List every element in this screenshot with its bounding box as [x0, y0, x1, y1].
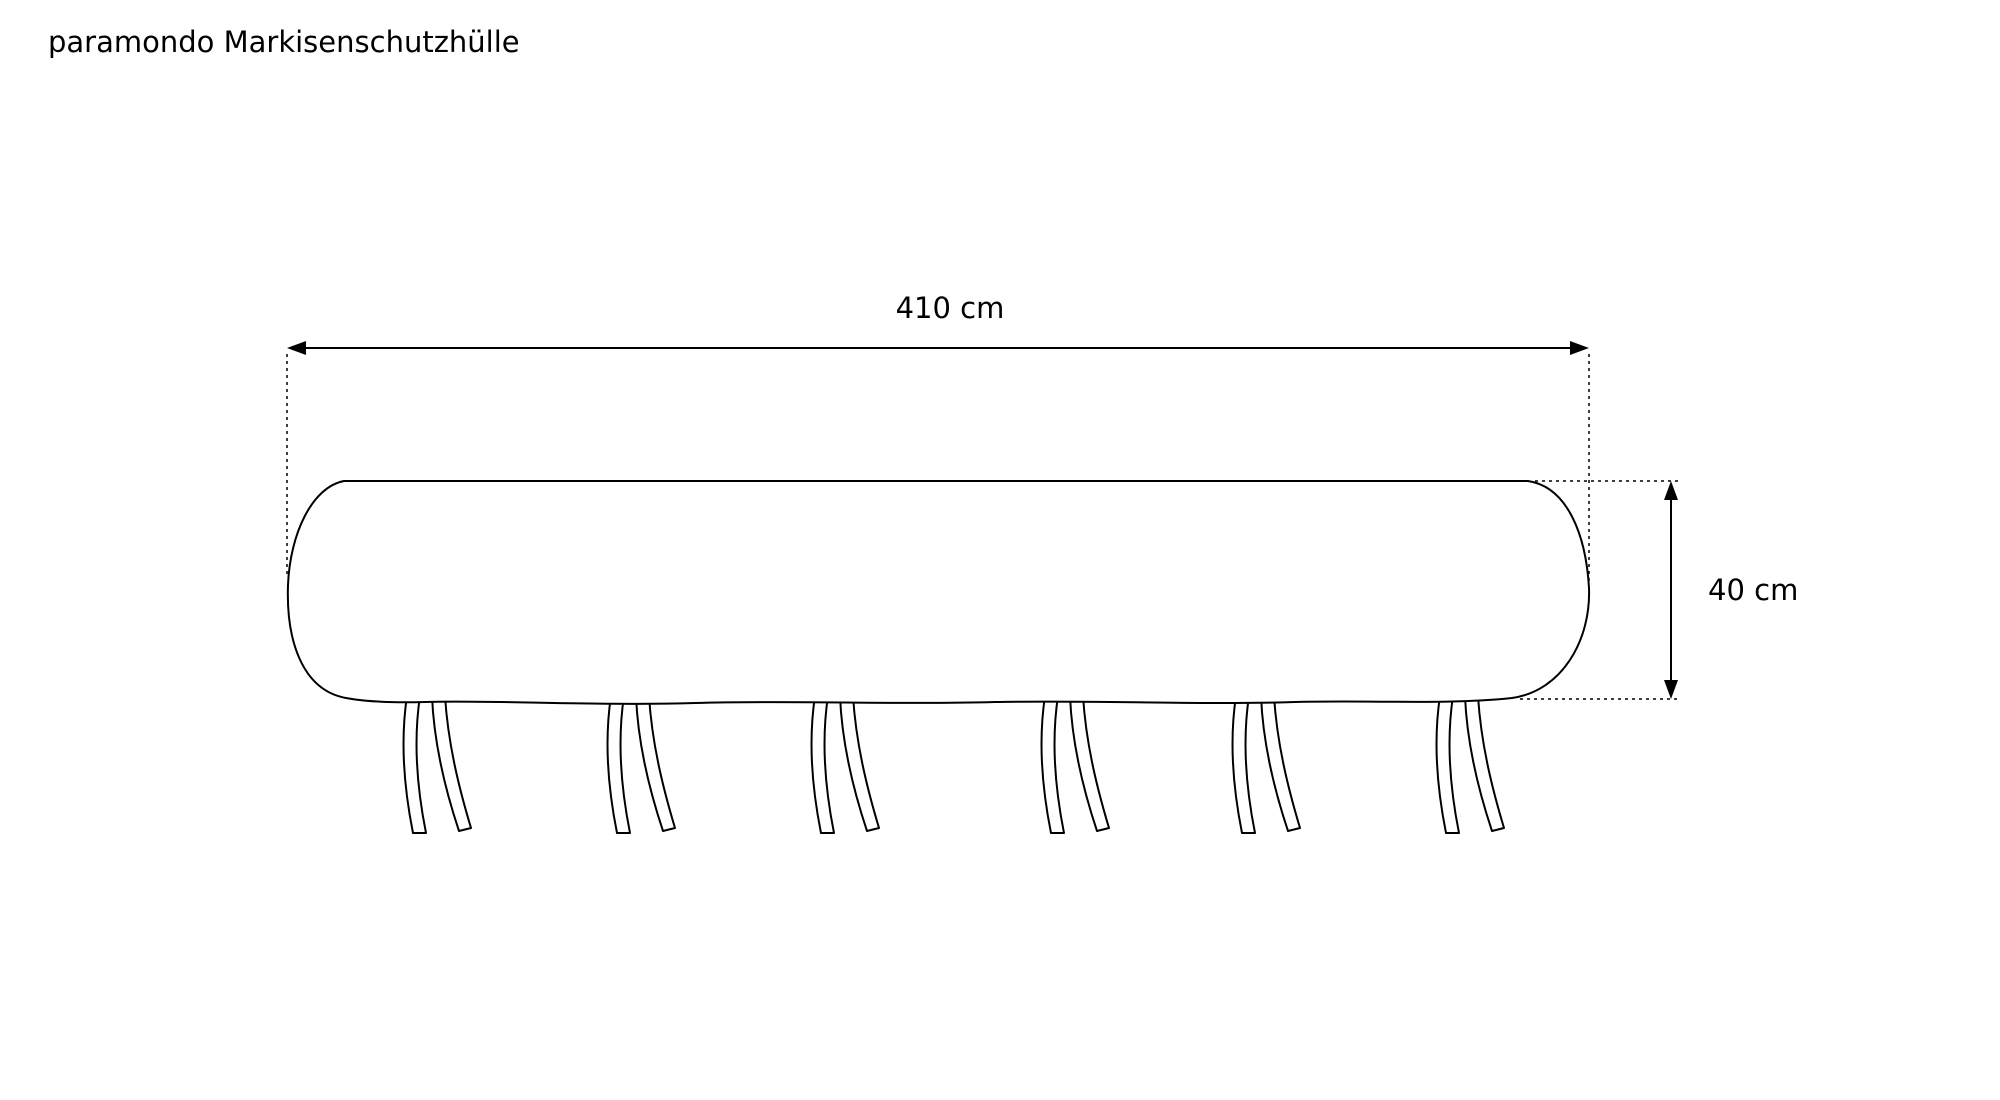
arrow-up-icon — [1664, 481, 1678, 500]
tie-strap-left-icon — [1435, 695, 1460, 834]
tie-strap-pair — [606, 695, 676, 834]
tie-strap-pair — [1231, 695, 1301, 834]
tie-strap-right-icon — [839, 695, 880, 832]
tie-strap-pair — [1435, 695, 1505, 834]
tie-strap-right-icon — [1260, 695, 1301, 832]
arrow-left-icon — [287, 341, 306, 355]
tie-strap-pair — [402, 695, 472, 834]
tie-strap-pair — [1040, 695, 1110, 834]
tie-strap-left-icon — [606, 695, 631, 834]
tie-strap-left-icon — [1231, 695, 1256, 834]
tie-strap-right-icon — [1464, 695, 1505, 832]
tie-strap-right-icon — [1069, 695, 1110, 832]
arrow-down-icon — [1664, 680, 1678, 699]
tie-straps — [402, 695, 1505, 834]
tie-strap-left-icon — [1040, 695, 1065, 834]
height-dimension-label: 40 cm — [1708, 573, 1798, 607]
tie-strap-right-icon — [431, 695, 472, 832]
tie-strap-pair — [810, 695, 880, 834]
height-dimension: 40 cm — [1520, 480, 1798, 700]
tie-strap-right-icon — [635, 695, 676, 832]
width-dimension: 410 cm — [286, 291, 1590, 582]
tie-strap-left-icon — [402, 695, 427, 834]
tie-strap-left-icon — [810, 695, 835, 834]
width-dimension-label: 410 cm — [896, 291, 1005, 325]
arrow-right-icon — [1570, 341, 1589, 355]
cover-outline — [286, 480, 1591, 705]
page-title: paramondo Markisenschutzhülle — [48, 25, 520, 59]
